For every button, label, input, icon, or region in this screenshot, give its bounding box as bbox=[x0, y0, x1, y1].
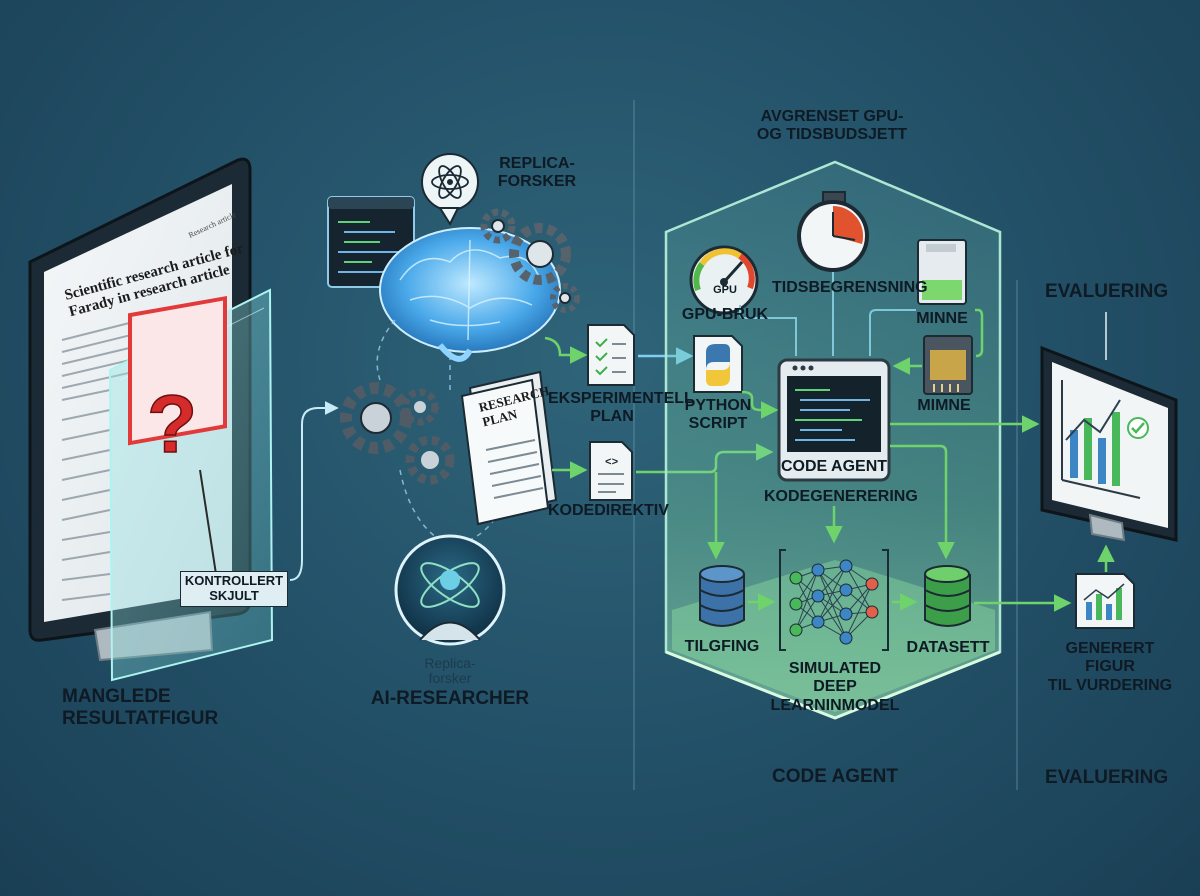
arrow-to-experiment-plan bbox=[544, 336, 588, 364]
neural-network-icon bbox=[779, 549, 889, 651]
evaluation-bottom-label: EVALUERING bbox=[1045, 767, 1169, 788]
controlled-hidden-label: KONTROLLERT SKJULT bbox=[180, 571, 288, 607]
simulated-model-label: SIMULATED DEEP LEARNINMODEL bbox=[770, 660, 900, 714]
database-icon bbox=[699, 565, 745, 627]
memory-card-icon-2 bbox=[923, 335, 973, 395]
gpu-gauge-label: GPU bbox=[713, 284, 737, 296]
access-label: TILGFING bbox=[684, 638, 760, 655]
memory-label-2: MIMNE bbox=[917, 397, 971, 414]
arrow-agent-to-dataset bbox=[890, 444, 955, 560]
question-icon: ? bbox=[128, 295, 227, 471]
code-agent-box-label: CODE AGENT bbox=[780, 458, 888, 475]
experimental-plan-label: EKSPERIMENTELL PLAN bbox=[548, 390, 694, 426]
code-generation-label: KODEGENERERING bbox=[764, 488, 918, 505]
python-icon bbox=[693, 335, 743, 393]
database-icon-2 bbox=[924, 565, 971, 627]
dataset-label: DATASETT bbox=[906, 639, 990, 656]
checkmark-icon bbox=[1131, 422, 1145, 434]
replica-researcher-bottom-label: Replica- forsker bbox=[424, 655, 476, 686]
code-directive-document-icon bbox=[589, 441, 633, 501]
chart-icon bbox=[1061, 380, 1149, 499]
memory-label-1: MINNE bbox=[916, 310, 968, 327]
code-agent-bottom-label: CODE AGENT bbox=[772, 766, 898, 787]
question-mark: ? bbox=[147, 379, 197, 470]
gauge-icon bbox=[689, 245, 759, 315]
arrow-paper-to-researcher bbox=[289, 401, 339, 581]
atom-icon bbox=[421, 153, 479, 227]
evaluation-monitor-icon bbox=[1040, 345, 1178, 542]
generated-figure-label: GENERERT FIGUR TIL VURDERING bbox=[1047, 640, 1173, 694]
budget-label: AVGRENSET GPU- OG TIDSBUDSJETT bbox=[756, 108, 908, 144]
gear-icon bbox=[480, 208, 580, 313]
evaluation-top-label: EVALUERING bbox=[1045, 281, 1169, 302]
code-tag-glyph: <> bbox=[605, 457, 619, 469]
ai-researcher-label: AI-RESEARCHER bbox=[370, 688, 530, 709]
experiment-plan-document-icon bbox=[587, 324, 635, 386]
gpu-usage-label: GPU-BRUK bbox=[681, 306, 769, 323]
missing-figure-label: MANGLEDE RESULTATFIGUR bbox=[62, 686, 219, 729]
research-plan-document-icon bbox=[460, 370, 558, 526]
researcher-avatar-icon bbox=[394, 534, 506, 646]
memory-card-icon bbox=[917, 239, 967, 305]
resource-connectors bbox=[739, 272, 916, 356]
brain-icon bbox=[379, 227, 561, 362]
time-limit-label: TIDSBEGRENSNING bbox=[772, 279, 928, 296]
generated-figure-icon bbox=[1075, 573, 1135, 629]
hidden-figure-pointer bbox=[199, 469, 217, 575]
arrow-memory-link bbox=[975, 308, 984, 358]
code-directive-label: KODEDIREKTIV bbox=[548, 502, 669, 519]
python-script-label: PYTHON SCRIPT bbox=[684, 397, 752, 433]
stopwatch-icon bbox=[797, 191, 869, 272]
code-agent-window bbox=[777, 358, 891, 482]
replica-researcher-top-label: REPLICA- FORSKER bbox=[497, 155, 577, 191]
arrow-python-to-agent bbox=[741, 390, 779, 419]
gear-icon-lower bbox=[340, 382, 455, 485]
